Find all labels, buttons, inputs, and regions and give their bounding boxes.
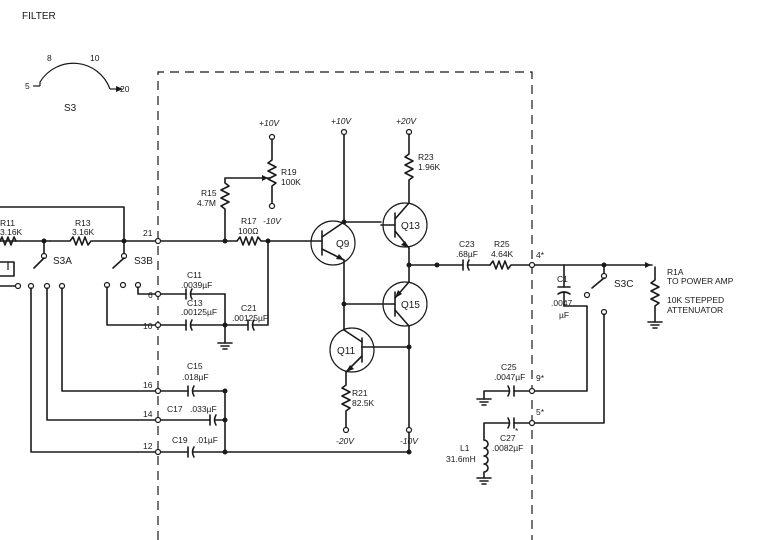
svg-text:.00125µF: .00125µF xyxy=(181,307,217,317)
svg-text:Q13: Q13 xyxy=(401,221,420,232)
filter-pos-5: 5 xyxy=(25,81,30,91)
svg-text:Q9: Q9 xyxy=(336,239,350,250)
output-attenuator: R1A TO POWER AMP 10K STEPPED ATTENUATOR xyxy=(645,262,734,328)
svg-text:.033µF: .033µF xyxy=(190,404,217,414)
svg-text:Q11: Q11 xyxy=(337,346,356,357)
svg-text:82.5K: 82.5K xyxy=(352,398,375,408)
terminal-5: 5* xyxy=(536,407,545,417)
svg-text:*: * xyxy=(515,426,519,436)
svg-text:3.16K: 3.16K xyxy=(72,227,95,237)
svg-text:+10V: +10V xyxy=(259,118,280,128)
svg-text:-20V: -20V xyxy=(336,436,355,446)
transistor-stage: Q9 +10V Q13 +20V R23 1.96K Q15 xyxy=(306,116,441,452)
svg-text:µF: µF xyxy=(559,310,569,320)
filter-pos-8: 8 xyxy=(47,53,52,63)
svg-text:.0047µF: .0047µF xyxy=(494,372,525,382)
bias-network: R17 100Ω R15 4.7M +10V R19 100K -10V xyxy=(161,118,306,245)
terminal-14: 14 xyxy=(143,409,153,419)
svg-text:ATTENUATOR: ATTENUATOR xyxy=(667,305,723,315)
svg-text:C19: C19 xyxy=(172,435,188,445)
svg-text:R1A: R1A xyxy=(667,267,684,277)
output-filter: C1 .0047 µF S3C 9* C25 .0047µF 5* xyxy=(446,262,652,485)
input-section: R11 3.16K R13 3.16K 21 S3A xyxy=(0,207,161,455)
output-coupling: C23 .68µF R25 4.64K 4* xyxy=(409,239,545,270)
svg-text:L1: L1 xyxy=(460,443,470,453)
svg-text:S3B: S3B xyxy=(134,256,153,267)
svg-text:100Ω: 100Ω xyxy=(238,226,259,236)
svg-text:C15: C15 xyxy=(187,361,203,371)
svg-text:.01µF: .01µF xyxy=(196,435,218,445)
terminal-21: 21 xyxy=(143,228,153,238)
filter-capacitors: C11 .0039µF C13 .00125µF C21 .00125µF C1… xyxy=(161,241,412,457)
svg-text:10K STEPPED: 10K STEPPED xyxy=(667,295,724,305)
svg-text:C21: C21 xyxy=(241,303,257,313)
svg-text:-10V: -10V xyxy=(263,216,282,226)
svg-text:100K: 100K xyxy=(281,177,301,187)
r11-resistor: R11 3.16K xyxy=(0,218,23,245)
svg-text:C23: C23 xyxy=(459,239,475,249)
filter-dial-arrow xyxy=(116,86,123,92)
svg-text:S3C: S3C xyxy=(614,279,633,290)
r13-resistor: R13 3.16K xyxy=(50,218,124,245)
svg-text:TO POWER AMP: TO POWER AMP xyxy=(667,276,734,286)
svg-text:3.16K: 3.16K xyxy=(0,227,23,237)
svg-text:.0039µF: .0039µF xyxy=(181,280,212,290)
module-boundary xyxy=(158,72,532,540)
svg-text:C27: C27 xyxy=(500,433,516,443)
svg-text:.018µF: .018µF xyxy=(182,372,209,382)
svg-text:C25: C25 xyxy=(501,362,517,372)
filter-title: FILTER xyxy=(22,11,56,22)
terminal-16: 16 xyxy=(143,380,153,390)
svg-text:.0047: .0047 xyxy=(551,298,573,308)
svg-text:+10V: +10V xyxy=(331,116,352,126)
svg-text:+20V: +20V xyxy=(396,116,417,126)
terminal-6: 6 xyxy=(148,290,153,300)
terminal-12: 12 xyxy=(143,441,153,451)
svg-text:1.96K: 1.96K xyxy=(418,162,441,172)
terminal-9: 9* xyxy=(536,373,545,383)
filter-pos-10: 10 xyxy=(90,53,100,63)
svg-text:4.64K: 4.64K xyxy=(491,249,514,259)
svg-text:R11: R11 xyxy=(0,218,15,228)
filter-selector: FILTER 5 8 10 20 S3 xyxy=(22,11,130,114)
svg-text:C17: C17 xyxy=(167,404,183,414)
svg-text:C11: C11 xyxy=(187,270,202,280)
svg-text:R25: R25 xyxy=(494,239,510,249)
svg-text:R21: R21 xyxy=(352,388,368,398)
svg-text:R13: R13 xyxy=(75,218,91,228)
svg-text:.68µF: .68µF xyxy=(456,249,478,259)
s3b-switch: S3B xyxy=(105,241,153,288)
svg-text:C13: C13 xyxy=(187,298,203,308)
svg-text:R17: R17 xyxy=(241,216,257,226)
svg-text:31.6mH: 31.6mH xyxy=(446,454,476,464)
terminal-4: 4* xyxy=(536,250,545,260)
svg-text:S3A: S3A xyxy=(53,256,72,267)
svg-text:4.7M: 4.7M xyxy=(197,198,216,208)
svg-text:C1: C1 xyxy=(557,274,568,284)
svg-text:R15: R15 xyxy=(201,188,217,198)
svg-text:.0082µF: .0082µF xyxy=(492,443,523,453)
terminal-10: 10 xyxy=(143,321,153,331)
svg-text:.00125µF: .00125µF xyxy=(232,313,268,323)
svg-text:R19: R19 xyxy=(281,167,297,177)
s3c-switch: S3C xyxy=(585,265,633,315)
filter-pos-20: 20 xyxy=(120,84,130,94)
svg-text:R23: R23 xyxy=(418,152,434,162)
filter-switch-label: S3 xyxy=(64,103,77,114)
filter-dial-arc xyxy=(40,63,110,89)
svg-text:Q15: Q15 xyxy=(401,300,420,311)
s3a-switch: S3A xyxy=(0,241,72,289)
